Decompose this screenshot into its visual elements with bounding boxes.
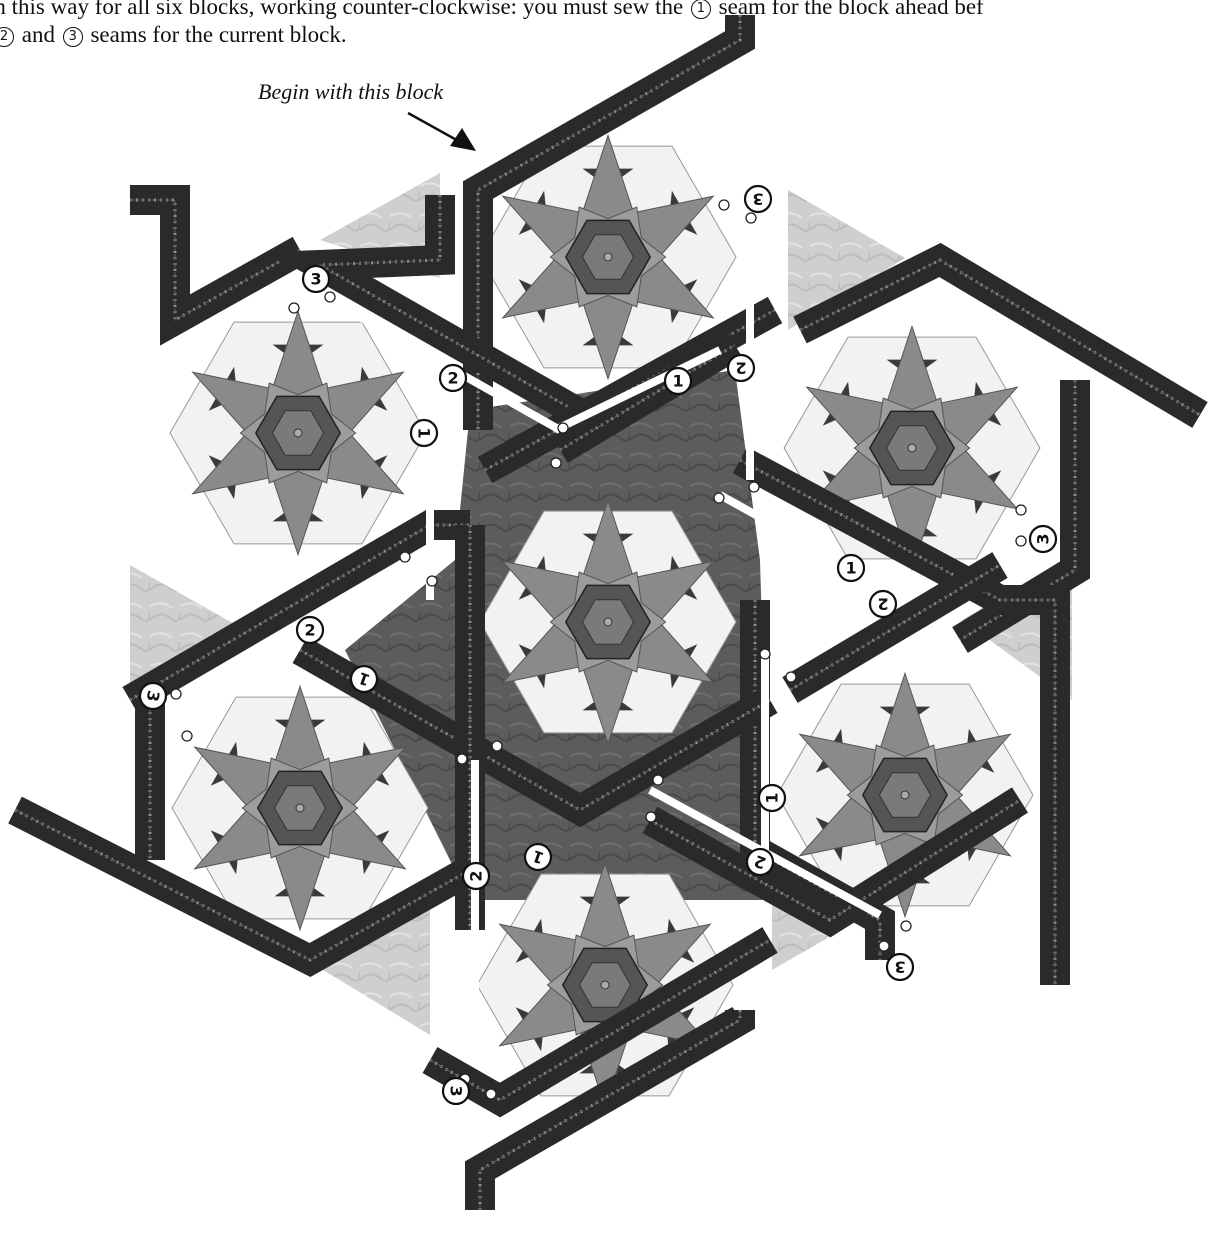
center-dot <box>601 981 609 989</box>
seam-number-badge: 1 <box>838 555 864 581</box>
star-block <box>784 326 1040 569</box>
seam-end-dot <box>749 482 759 492</box>
seam-number-badge: 3 <box>745 186 771 212</box>
badge-number: 3 <box>752 190 763 209</box>
center-dot <box>604 253 612 261</box>
center-dot <box>901 791 909 799</box>
badge-number: 1 <box>672 372 683 391</box>
badge-number: 1 <box>415 427 434 438</box>
seam-end-dot <box>325 292 335 302</box>
seam-end-dot <box>400 552 410 562</box>
seam-number-badge: 2 <box>870 591 896 617</box>
arrow-pointer-icon <box>408 113 476 151</box>
badge-number: 2 <box>304 621 315 640</box>
seam-end-dot <box>182 731 192 741</box>
badge-number: 2 <box>735 359 746 378</box>
badge-number: 3 <box>310 270 321 289</box>
seam-end-dot <box>714 493 724 503</box>
seam-number-badge: 3 <box>1030 526 1056 552</box>
seam-number-badge: 1 <box>411 420 437 446</box>
seam-end-dot <box>901 921 911 931</box>
seam-end-dot <box>746 213 756 223</box>
center-dot <box>294 429 302 437</box>
seam-number-badge: 3 <box>443 1078 469 1104</box>
seam-end-dot <box>427 576 437 586</box>
seam-end-dot <box>786 672 796 682</box>
badge-number: 3 <box>447 1085 466 1096</box>
seam-number-badge: 2 <box>297 617 323 643</box>
seam-end-dot <box>171 689 181 699</box>
seam-end-dot <box>1016 536 1026 546</box>
seam-end-dot <box>879 941 889 951</box>
seam-number-badge: 1 <box>759 785 785 811</box>
center-dot <box>604 618 612 626</box>
seam-end-dot <box>457 754 467 764</box>
seam-number-badge: 1 <box>665 368 691 394</box>
seam-end-dot <box>289 303 299 313</box>
center-dot <box>908 444 916 452</box>
seam-end-dot <box>719 200 729 210</box>
seam-end-dot <box>558 423 568 433</box>
badge-number: 2 <box>877 595 888 614</box>
star-block <box>170 311 426 554</box>
badge-number: 2 <box>447 369 458 388</box>
badge-number: 3 <box>1034 533 1053 544</box>
seam-end-dot <box>760 649 770 659</box>
badge-number: 3 <box>894 958 905 977</box>
sashing-strip <box>130 200 300 320</box>
seam-end-dot <box>486 1089 496 1099</box>
seam-number-badge: 2 <box>728 355 754 381</box>
seam-number-badge: 3 <box>887 954 913 980</box>
seam-end-dot <box>646 812 656 822</box>
seam-end-dot <box>653 775 663 785</box>
seam-end-dot <box>492 741 502 751</box>
begin-block-callout: Begin with this block <box>258 79 443 105</box>
badge-number: 1 <box>763 792 782 803</box>
seam-number-badge: 3 <box>303 266 329 292</box>
seam-number-badge: 2 <box>440 365 466 391</box>
center-dot <box>296 804 304 812</box>
badge-number: 2 <box>467 870 486 881</box>
seam-end-dot <box>1016 505 1026 515</box>
seam-number-badge: 2 <box>463 863 489 889</box>
badge-number: 1 <box>845 559 856 578</box>
seam-end-dot <box>551 458 561 468</box>
